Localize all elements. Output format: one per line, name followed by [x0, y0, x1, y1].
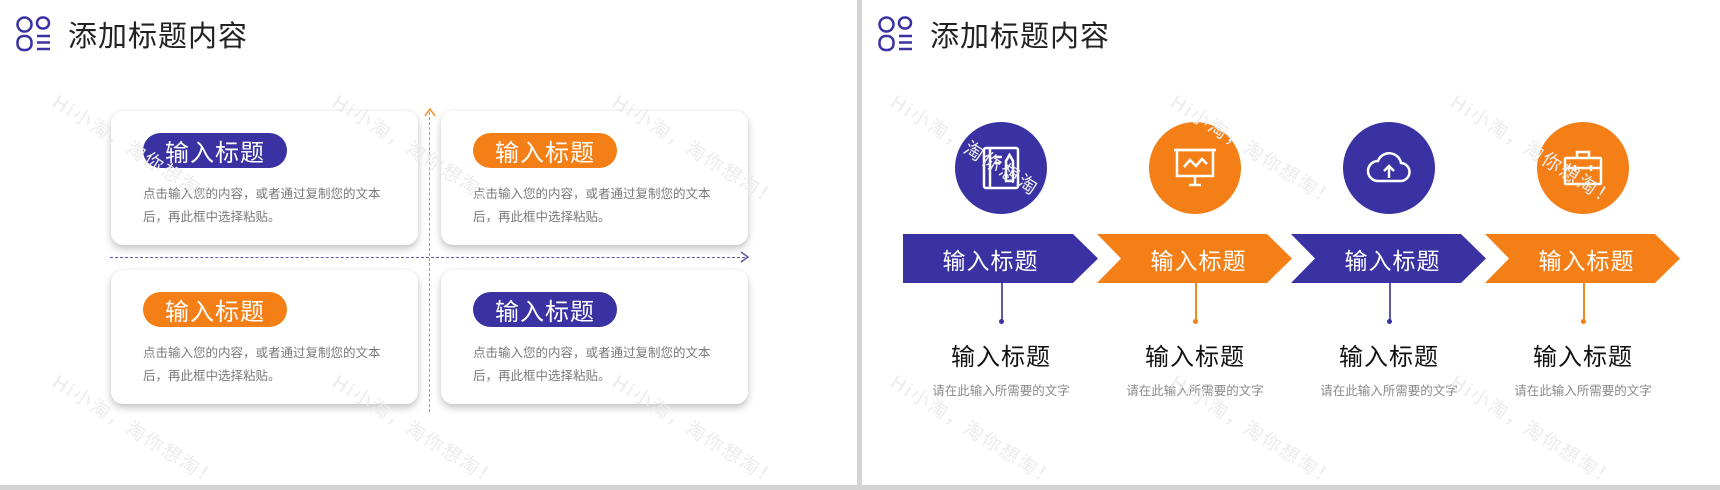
quadrant-card-top-left[interactable]: 输入标题 点击输入您的内容，或者通过复制您的文本后，再此框中选择粘贴。 — [111, 111, 418, 245]
step-1-chevron[interactable]: 输入标题 — [903, 234, 1098, 283]
connector-line — [1389, 283, 1391, 321]
card-body-text: 点击输入您的内容，或者通过复制您的文本后，再此框中选择粘贴。 — [143, 345, 381, 383]
connector-dot — [999, 319, 1004, 324]
slide-right: 添加标题内容 输入标题 输入标题 请在此输入所需要的文字 输入标题 输入标题 — [862, 0, 1720, 485]
card-body-text: 点击输入您的内容，或者通过复制您的文本后，再此框中选择粘贴。 — [473, 345, 711, 383]
card-title-pill: 输入标题 — [473, 292, 617, 327]
arrow-up-icon — [424, 108, 436, 117]
chevron-label: 输入标题 — [1344, 248, 1441, 275]
grid-list-icon — [878, 16, 913, 52]
step-subtitle: 请在此输入所需要的文字 — [1126, 383, 1264, 398]
horizontal-axis-dashed — [110, 257, 745, 258]
card-title-pill: 输入标题 — [143, 133, 287, 168]
arrow-right-icon — [740, 251, 750, 263]
connector-line — [1195, 283, 1197, 321]
step-subtitle: 请在此输入所需要的文字 — [1514, 383, 1652, 398]
briefcase-icon — [1563, 150, 1603, 186]
step-4-icon-circle — [1537, 122, 1629, 214]
step-4-chevron[interactable]: 输入标题 — [1485, 234, 1680, 283]
connector-dot — [1193, 319, 1198, 324]
connector-dot — [1387, 319, 1392, 324]
quadrant-card-top-right[interactable]: 输入标题 点击输入您的内容，或者通过复制您的文本后，再此框中选择粘贴。 — [441, 111, 748, 245]
step-subtitle: 请在此输入所需要的文字 — [1320, 383, 1458, 398]
step-1-icon-circle — [955, 122, 1047, 214]
page-title: 添加标题内容 — [930, 19, 1111, 53]
chevron-label: 输入标题 — [1150, 248, 1247, 275]
step-subtitle: 请在此输入所需要的文字 — [932, 383, 1070, 398]
quadrant-card-bottom-right[interactable]: 输入标题 点击输入您的内容，或者通过复制您的文本后，再此框中选择粘贴。 — [441, 270, 748, 404]
connector-line — [1001, 283, 1003, 321]
chevron-label: 输入标题 — [942, 248, 1039, 275]
card-title-pill: 输入标题 — [473, 133, 617, 168]
step-2-chevron[interactable]: 输入标题 — [1097, 234, 1292, 283]
slide-header: 添加标题内容 — [878, 14, 1110, 54]
step-title: 输入标题 — [1145, 343, 1245, 371]
notebook-pen-icon — [982, 146, 1020, 190]
card-body-text: 点击输入您的内容，或者通过复制您的文本后，再此框中选择粘贴。 — [473, 186, 711, 224]
connector-dot — [1581, 319, 1586, 324]
step-3-icon-circle — [1343, 122, 1435, 214]
connector-line — [1583, 283, 1585, 321]
step-title: 输入标题 — [1533, 343, 1633, 371]
card-title-pill: 输入标题 — [143, 292, 287, 327]
step-title: 输入标题 — [1339, 343, 1439, 371]
presentation-board-icon — [1174, 148, 1216, 187]
step-3-chevron[interactable]: 输入标题 — [1291, 234, 1486, 283]
card-body-text: 点击输入您的内容，或者通过复制您的文本后，再此框中选择粘贴。 — [143, 186, 381, 224]
cloud-upload-icon — [1366, 152, 1411, 183]
page-title: 添加标题内容 — [68, 19, 249, 53]
chevron-label: 输入标题 — [1538, 248, 1635, 275]
quadrant-card-bottom-left[interactable]: 输入标题 点击输入您的内容，或者通过复制您的文本后，再此框中选择粘贴。 — [111, 270, 418, 404]
slide-header: 添加标题内容 — [16, 14, 248, 54]
step-2-icon-circle — [1149, 122, 1241, 214]
slide-left: 添加标题内容 输入标题 点击输入您的内容，或者通过复制您的文本后，再此框中选择粘… — [0, 0, 857, 485]
vertical-axis-dashed — [429, 112, 430, 412]
step-title: 输入标题 — [951, 343, 1051, 371]
grid-list-icon — [16, 16, 51, 52]
